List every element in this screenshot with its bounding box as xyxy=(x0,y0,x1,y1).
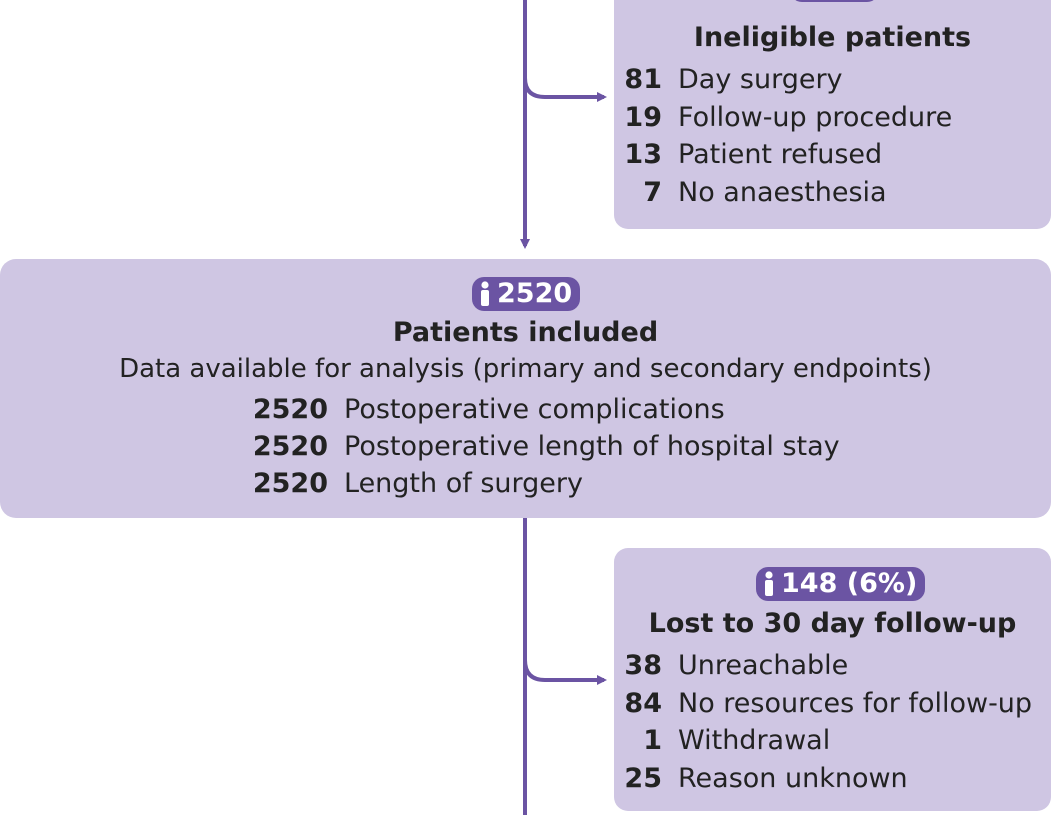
item-label: Postoperative complications xyxy=(344,394,725,425)
item-count: 13 xyxy=(624,139,662,170)
item-label: Reason unknown xyxy=(678,763,908,794)
included-title: Patients included xyxy=(392,317,659,348)
list-item: 2520 Postoperative length of hospital st… xyxy=(250,431,840,462)
lost-to-follow-up-box: 148 (6%) Lost to 30 day follow-up 38 Unr… xyxy=(614,548,1051,811)
item-count: 2520 xyxy=(252,468,328,499)
list-item: 81 Day surgery xyxy=(614,64,843,95)
list-item: 2520 Length of surgery xyxy=(250,468,583,499)
lost-count-badge: 148 (6%) xyxy=(756,567,926,601)
list-item: 13 Patient refused xyxy=(614,139,882,170)
item-label: Day surgery xyxy=(678,64,843,95)
list-item: 7 No anaesthesia xyxy=(614,177,887,208)
item-label: Withdrawal xyxy=(678,725,831,756)
item-count: 81 xyxy=(624,64,662,95)
item-label: No anaesthesia xyxy=(678,177,887,208)
item-count: 2520 xyxy=(252,394,328,425)
list-item: 19 Follow-up procedure xyxy=(614,102,952,133)
included-subtitle: Data available for analysis (primary and… xyxy=(119,354,932,384)
ineligible-count-badge: 120 xyxy=(790,0,880,2)
list-item: 84 No resources for follow-up xyxy=(614,688,1032,719)
item-label: Patient refused xyxy=(678,139,883,170)
item-count: 7 xyxy=(643,177,662,208)
list-item: 2520 Postoperative complications xyxy=(250,394,725,425)
item-count: 2520 xyxy=(252,431,328,462)
list-item: 25 Reason unknown xyxy=(614,763,908,794)
ineligible-title: Ineligible patients xyxy=(693,22,972,53)
item-count: 25 xyxy=(624,763,662,794)
item-label: No resources for follow-up xyxy=(678,688,1033,719)
item-label: Unreachable xyxy=(678,650,849,681)
item-label: Length of surgery xyxy=(344,468,583,499)
item-count: 38 xyxy=(624,650,662,681)
included-count: 2520 xyxy=(497,278,573,309)
branch-to-lost xyxy=(523,659,607,685)
item-count: 1 xyxy=(643,725,662,756)
ineligible-count: 120 xyxy=(815,0,871,2)
lost-count: 148 (6%) xyxy=(781,568,918,599)
item-label: Follow-up procedure xyxy=(678,102,953,133)
ineligible-patients-box: 120 Ineligible patients 81 Day surgery 1… xyxy=(614,0,1051,229)
person-icon xyxy=(481,281,489,306)
list-item: 1 Withdrawal xyxy=(614,725,830,756)
patients-included-box: 2520 Patients included Data available fo… xyxy=(0,259,1051,518)
person-icon xyxy=(765,571,773,596)
item-count: 19 xyxy=(624,102,662,133)
included-count-badge: 2520 xyxy=(472,277,581,311)
list-item: 38 Unreachable xyxy=(614,650,848,681)
lost-title: Lost to 30 day follow-up xyxy=(648,608,1017,639)
item-count: 84 xyxy=(624,688,662,719)
item-label: Postoperative length of hospital stay xyxy=(344,431,840,462)
branch-to-ineligible xyxy=(523,77,607,102)
